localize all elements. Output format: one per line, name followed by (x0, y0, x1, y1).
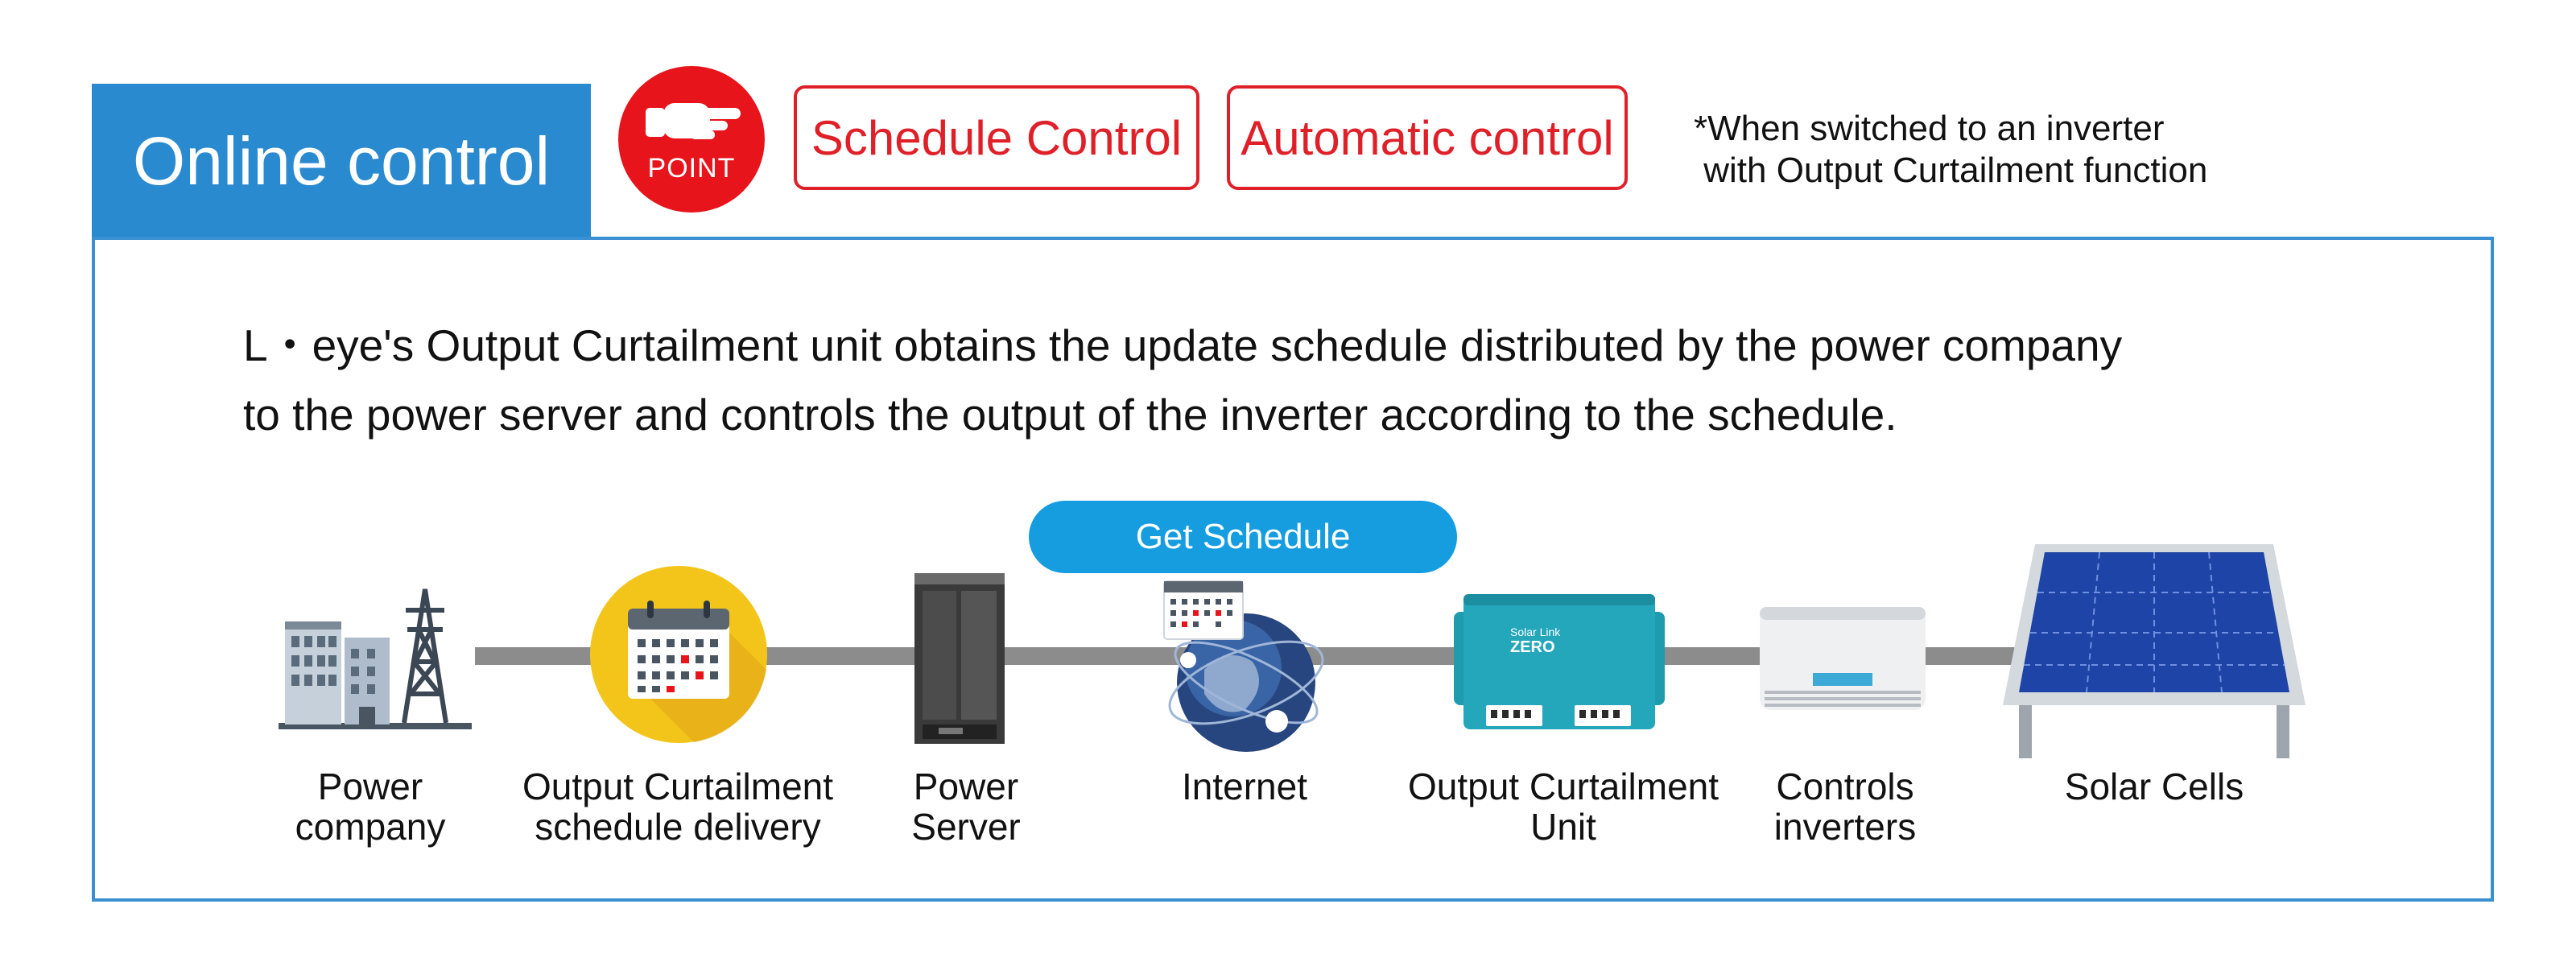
svg-text:ZERO: ZERO (1510, 638, 1555, 656)
label-power-company: Power company (295, 766, 446, 848)
label-controls-inverters: Controls inverters (1773, 766, 1917, 848)
description-text: L・eye's Output Curtailment unit obtains … (243, 320, 2123, 440)
calendar-icon (589, 565, 768, 748)
section-title: Online control (92, 84, 591, 238)
svg-text:Solar Link: Solar Link (1510, 625, 1561, 638)
pointing-hand-icon (646, 103, 741, 139)
label-schedule-delivery: Output Curtailment schedule delivery (522, 766, 834, 848)
get-schedule-pill: Get Schedule (1029, 501, 1457, 573)
globe-icon (1156, 573, 1333, 762)
power-company-icon (279, 581, 472, 738)
solar-panel-icon (2003, 544, 2306, 770)
label-internet: Internet (1182, 766, 1307, 807)
label-power-server: Power Server (911, 766, 1021, 848)
automatic-control-tag: Automatic control (1227, 85, 1628, 190)
server-icon (914, 573, 1005, 748)
control-unit-icon: Solar Link ZERO (1454, 588, 1665, 740)
footnote: *When switched to an inverter with Outpu… (1694, 109, 2208, 190)
point-label: POINT (647, 153, 736, 184)
point-badge: POINT (618, 66, 765, 213)
schedule-control-tag: Schedule Control (794, 85, 1199, 190)
inverter-icon (1760, 607, 1926, 724)
label-solar-cells: Solar Cells (2064, 766, 2244, 807)
label-curtailment-unit: Output Curtailment Unit (1407, 766, 1719, 848)
